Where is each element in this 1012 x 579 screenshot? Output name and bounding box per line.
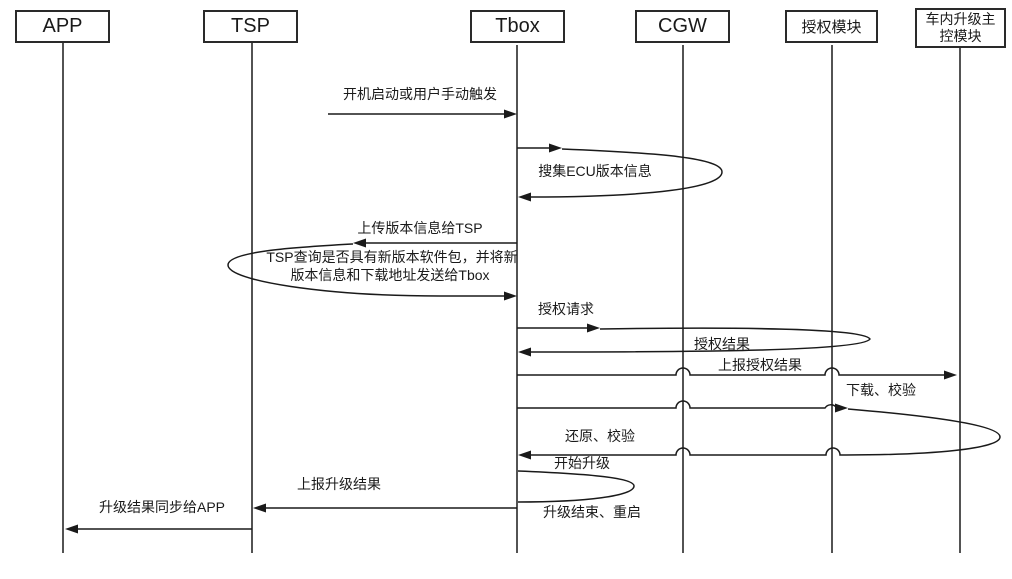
message-label-trigger: 开机启动或用户手动触发: [343, 86, 497, 102]
actor-box-tbox: Tbox: [470, 10, 565, 43]
loop-tsp-query: [227, 243, 504, 297]
actor-box-cgw: CGW: [635, 10, 730, 43]
message-label-upload-version: 上传版本信息给TSP: [357, 220, 483, 236]
actor-box-auth-module: 授权模块: [785, 10, 878, 43]
arrowhead-restore: [518, 450, 531, 460]
message-label-auth-result: 授权结果: [694, 336, 750, 352]
message-label-report-upgrade-result: 上报升级结果: [297, 476, 381, 492]
arrow-download: [517, 400, 837, 409]
message-label-upgrade-finish-reboot: 升级结束、重启: [543, 504, 641, 520]
arrowhead-collect-back: [518, 192, 531, 202]
actor-box-app: APP: [15, 10, 110, 43]
message-label-auth-request: 授权请求: [538, 301, 594, 317]
actor-label-cgw: CGW: [658, 15, 707, 37]
arrowhead-auth-result: [518, 347, 531, 357]
loop-auth-result: [530, 327, 871, 353]
arrowhead-download: [835, 403, 848, 413]
actor-label-tsp: TSP: [231, 15, 270, 37]
message-label-collect-ecu: 搜集ECU版本信息: [538, 163, 652, 179]
arrowhead-tsp-query: [504, 291, 517, 301]
actor-label-master-module: 车内升级主控模块: [925, 11, 996, 44]
message-label-sync-result-to-app: 升级结果同步给APP: [98, 499, 226, 515]
message-label-restore-verify: 还原、校验: [565, 428, 635, 444]
message-label-tsp-query-line2: 版本信息和下载地址发送给Tbox: [290, 267, 490, 283]
arrow-report-auth: [517, 367, 945, 376]
message-label-tsp-query-line1: TSP查询是否具有新版本软件包，并将新: [266, 249, 518, 265]
loop-collect: [529, 148, 723, 198]
actor-label-app: APP: [42, 15, 83, 37]
loop-start-upgrade: [517, 470, 635, 503]
arrowhead-trigger: [504, 109, 517, 119]
message-label-start-upgrade: 开始升级: [554, 455, 610, 471]
arrowhead-report-auth: [944, 370, 957, 380]
arrowhead-sync-app: [65, 524, 78, 534]
loop-restore: [531, 408, 1001, 456]
actor-label-tbox: Tbox: [495, 15, 540, 37]
actor-box-tsp: TSP: [203, 10, 298, 43]
arrowhead-report-result: [253, 503, 266, 513]
arrowhead-auth-request: [587, 323, 600, 333]
message-label-download-verify: 下载、校验: [846, 382, 916, 398]
actor-label-auth-module: 授权模块: [801, 19, 862, 36]
message-label-report-auth-result: 上报授权结果: [718, 357, 802, 373]
arrowhead-upload: [353, 238, 366, 248]
arrowhead-collect-out: [549, 143, 562, 153]
actor-box-master-module: 车内升级主控模块: [915, 8, 1006, 48]
